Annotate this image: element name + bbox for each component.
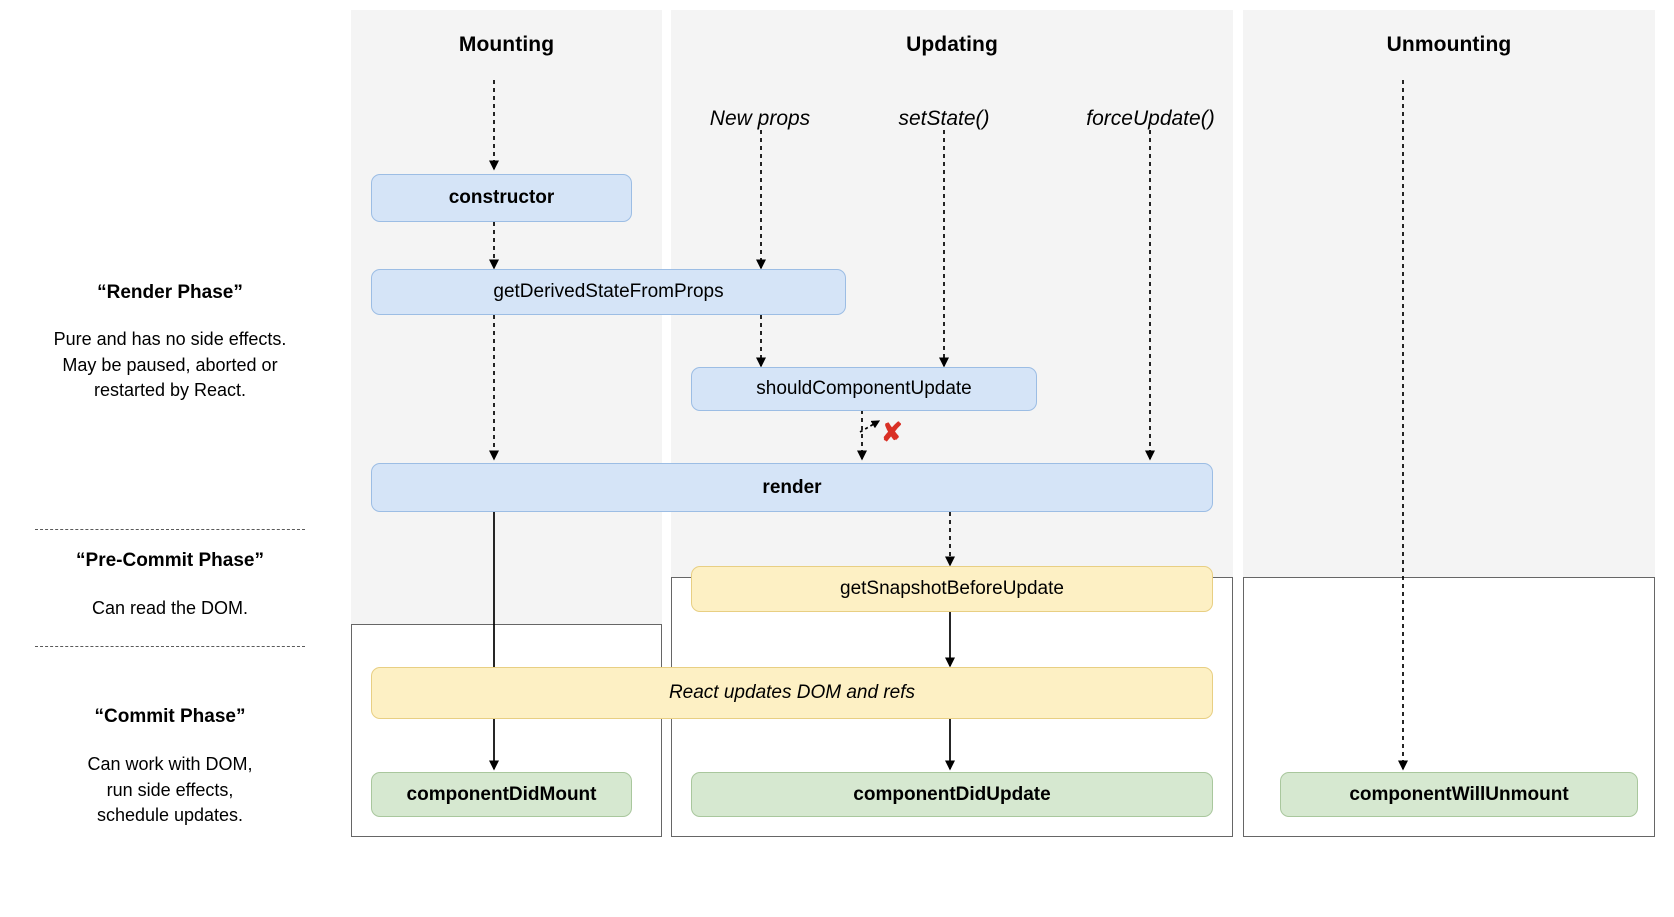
legend-body-render-phase: Pure and has no side effects. May be pau… xyxy=(53,329,287,401)
render-phase-band-mounting xyxy=(351,10,662,625)
legend-body-pre-commit-phase: Can read the DOM. xyxy=(91,598,249,618)
legend-divider-top xyxy=(35,529,305,530)
trigger-label-set-state: setState() xyxy=(898,107,990,130)
legend-title-commit-phase: “Commit Phase” xyxy=(94,706,246,727)
column-title-updating: Updating xyxy=(906,33,998,56)
lifecycle-box-react-updates-dom-and-refs[interactable]: React updates DOM and refs xyxy=(371,667,1213,719)
lifecycle-box-constructor[interactable]: constructor xyxy=(371,174,632,222)
trigger-label-new-props: New props xyxy=(709,107,811,130)
lifecycle-box-render[interactable]: render xyxy=(371,463,1213,512)
lifecycle-box-component-will-unmount[interactable]: componentWillUnmount xyxy=(1280,772,1638,817)
legend-divider-bottom xyxy=(35,646,305,647)
lifecycle-box-component-did-update[interactable]: componentDidUpdate xyxy=(691,772,1213,817)
column-title-unmounting: Unmounting xyxy=(1386,33,1512,56)
legend-body-commit-phase: Can work with DOM, run side effects, sch… xyxy=(87,754,253,826)
column-title-mounting: Mounting xyxy=(458,33,555,56)
lifecycle-box-get-snapshot-before-update[interactable]: getSnapshotBeforeUpdate xyxy=(691,566,1213,612)
legend-title-pre-commit-phase: “Pre-Commit Phase” xyxy=(76,550,264,571)
lifecycle-box-should-component-update[interactable]: shouldComponentUpdate xyxy=(691,367,1037,411)
trigger-label-force-update: forceUpdate() xyxy=(1086,107,1215,130)
lifecycle-box-get-derived-state-from-props[interactable]: getDerivedStateFromProps xyxy=(371,269,846,315)
legend-title-render-phase: “Render Phase” xyxy=(97,282,243,303)
lifecycle-box-component-did-mount[interactable]: componentDidMount xyxy=(371,772,632,817)
render-phase-band-unmounting xyxy=(1243,10,1655,578)
skip-render-x-icon: ✘ xyxy=(881,417,903,447)
